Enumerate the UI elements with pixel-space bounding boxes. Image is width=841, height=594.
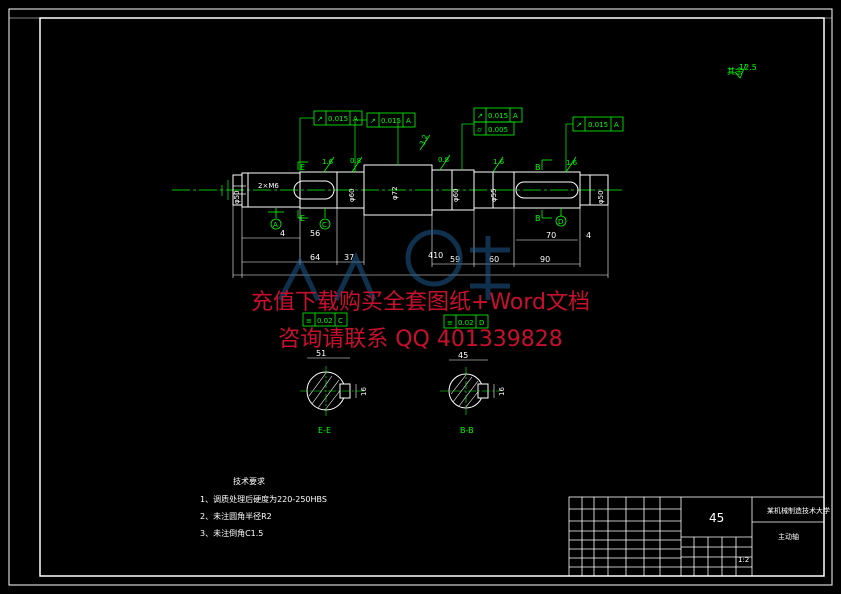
datum-c: C [322,221,327,229]
bb-dim-top: 45 [458,351,468,360]
sym-1-value: 0.02 [317,317,333,325]
svg-text:37: 37 [344,253,354,262]
datum-d: D [558,218,563,226]
watermark-line-1: 充值下载购买全套图纸+Word文档 [251,290,590,315]
svg-text:0.8: 0.8 [350,157,361,165]
dimension-lines [232,205,609,278]
svg-text:1.6: 1.6 [322,158,334,166]
tol-3a-value: 0.015 [488,112,508,120]
sym-2-value: 0.02 [458,319,474,327]
watermark-logo [277,229,510,302]
svg-text:59: 59 [450,255,460,264]
section-view-bb: 45 16 B-B [440,351,506,435]
bb-dim-side: 16 [498,387,506,396]
svg-text:4: 4 [280,229,285,238]
svg-text:12.5: 12.5 [739,63,757,72]
svg-text:↗: ↗ [317,115,323,123]
svg-text:4: 4 [586,231,591,240]
tol-1-value: 0.015 [328,115,348,123]
svg-text:↗: ↗ [370,117,376,125]
tol-3a-datum: A [513,112,518,120]
tol-4-value: 0.015 [588,121,608,129]
title-block [568,496,825,577]
svg-text:其余: 其余 [727,66,743,76]
sym-2-datum: D [479,319,484,327]
tech-req-item-3: 3、未注倒角C1.5 [200,528,263,538]
outer-border [8,8,833,586]
roughness-marks [323,134,577,173]
svg-text:φ55: φ55 [490,188,498,202]
tech-req-item-1: 1、调质处理后硬度为220-250HBS [200,494,327,504]
svg-text:φ72: φ72 [391,186,399,200]
ee-dim-side: 16 [360,387,368,396]
sym-1-datum: C [338,317,343,325]
section-b-bottom: B [535,214,541,223]
tech-req-item-2: 2、未注圆角半径R2 [200,511,272,521]
svg-text:≡: ≡ [306,317,312,325]
title-material: 45 [709,511,724,525]
section-view-ee: 51 16 E-E [300,349,368,435]
tech-req-title: 技术要求 [233,476,265,486]
svg-text:⌭: ⌭ [477,126,482,134]
svg-text:↗: ↗ [477,112,483,120]
tol-3b-value: 0.005 [488,126,508,134]
dimension-values: 4 56 64 37 59 60 90 70 4 410 [280,229,591,264]
svg-text:1.6: 1.6 [566,159,578,167]
section-e-top: E [300,163,305,172]
svg-text:60: 60 [489,255,499,264]
svg-text:56: 56 [310,229,320,238]
tol-2-value: 0.015 [381,117,401,125]
svg-text:φ60: φ60 [452,188,460,202]
bb-label: B-B [460,426,474,435]
svg-text:64: 64 [310,253,320,262]
section-e-bottom: E [300,214,305,223]
title-school: 某机械制造技术大学 [767,506,830,515]
svg-text:410: 410 [428,251,443,260]
svg-text:70: 70 [546,231,556,240]
section-b-top: B [535,163,541,172]
diameter-labels: φ50 φ60 φ72 φ60 φ55 φ50 2×M6 [233,182,605,204]
svg-text:90: 90 [540,255,550,264]
tol-4-datum: A [614,121,619,129]
svg-text:≡: ≡ [447,319,453,327]
watermark-line-2: 咨询请联系 QQ 401339828 [278,327,563,352]
svg-text:0.8: 0.8 [438,156,449,164]
svg-text:φ60: φ60 [348,188,356,202]
svg-text:φ50: φ50 [233,190,241,204]
title-part-name: 主动轴 [778,532,799,541]
tolerance-frames [302,107,624,329]
title-scale: 1:2 [738,556,749,564]
svg-text:1.6: 1.6 [493,158,505,166]
tol-2-datum: A [406,117,411,125]
ee-label: E-E [318,426,331,435]
technical-requirements: 技术要求 1、调质处理后硬度为220-250HBS 2、未注圆角半径R2 3、未… [200,476,327,538]
datum-a: A [273,221,278,229]
svg-text:↗: ↗ [576,121,582,129]
svg-text:φ50: φ50 [597,190,605,204]
svg-text:3.2: 3.2 [418,133,429,146]
tol-1-datum: A [353,115,358,123]
general-roughness: 12.5 其余 [727,63,757,79]
svg-text:2×M6: 2×M6 [258,182,279,190]
ee-dim-top: 51 [316,349,326,358]
